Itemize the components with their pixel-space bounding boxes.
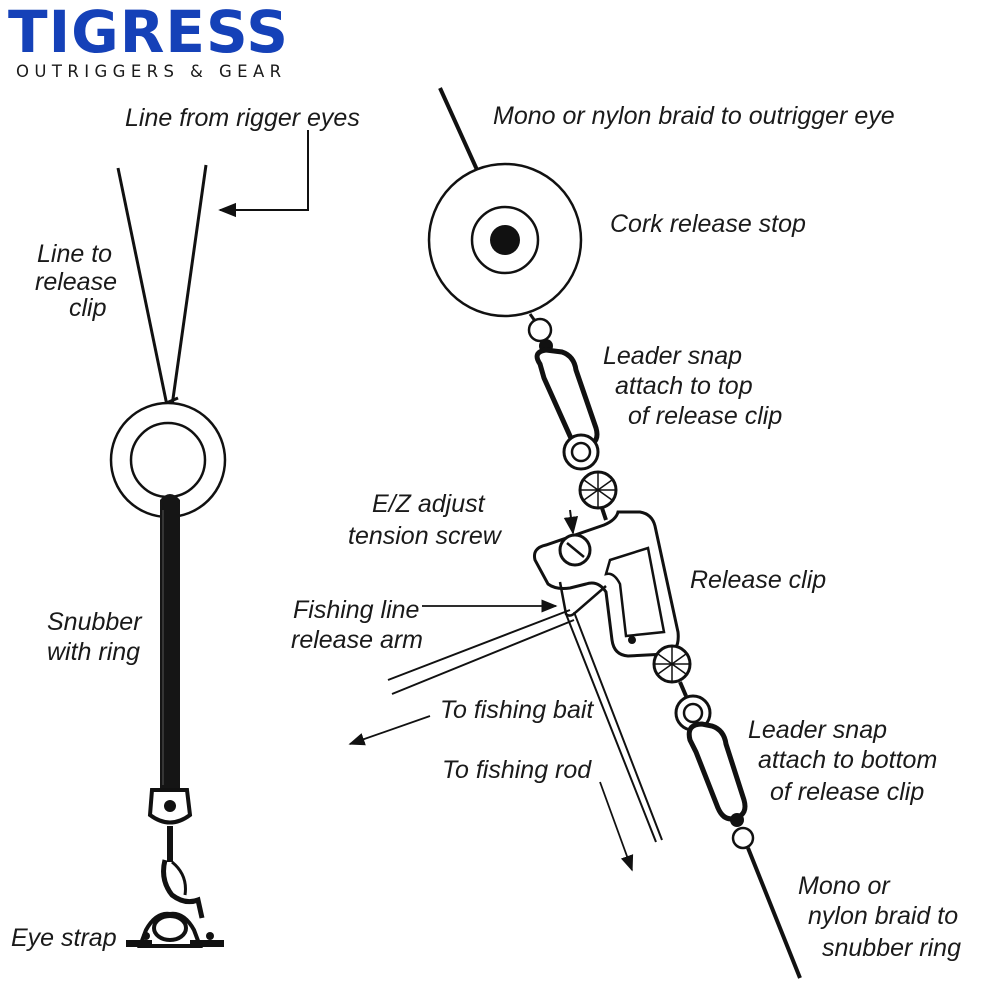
- brand-logo: TIGRESS OUTRIGGERS & GEAR: [8, 0, 289, 81]
- label-leader-snap-top-1: Leader snap: [603, 342, 742, 370]
- label-to-fishing-bait: To fishing bait: [440, 696, 594, 724]
- cork-release-stop-icon: [427, 162, 583, 318]
- arrow-to-fishing-rod: [599, 781, 634, 872]
- label-eye-strap: Eye strap: [11, 924, 117, 952]
- label-release-arm-1: Fishing line: [293, 596, 419, 624]
- label-mono-to-snubber-3: snubber ring: [822, 934, 961, 962]
- label-release-arm-2: release arm: [291, 626, 423, 654]
- label-mono-to-snubber-1: Mono or: [798, 872, 891, 900]
- label-mono-to-outrigger-eye: Mono or nylon braid to outrigger eye: [493, 102, 895, 130]
- label-leader-snap-bottom-3: of release clip: [770, 778, 924, 806]
- label-leader-snap-bottom-1: Leader snap: [748, 716, 887, 744]
- label-line-to-release-clip-2: release: [35, 268, 117, 296]
- mono-line-top: [438, 87, 480, 173]
- release-arm-icon: [558, 581, 663, 843]
- snubber-ring-icon: [109, 401, 227, 519]
- swivel-snap-icon: [147, 788, 205, 919]
- swivel-bead-bottom-icon: [652, 644, 692, 697]
- brand-tagline: OUTRIGGERS & GEAR: [16, 62, 287, 81]
- label-leader-snap-top-3: of release clip: [628, 402, 782, 430]
- label-line-to-release-clip-3: clip: [69, 294, 107, 322]
- leader-snap-top-icon: [527, 313, 600, 471]
- leader-line-rigger-eyes: [218, 130, 309, 218]
- label-release-clip: Release clip: [690, 566, 826, 594]
- label-leader-snap-bottom-2: attach to bottom: [758, 746, 937, 774]
- label-snubber-1: Snubber: [47, 608, 143, 636]
- label-cork-release-stop: Cork release stop: [610, 210, 806, 238]
- mono-line-bottom: [746, 847, 802, 979]
- eye-strap-icon: [126, 911, 224, 948]
- swivel-bead-top-icon: [578, 470, 618, 521]
- label-to-fishing-rod: To fishing rod: [442, 756, 592, 784]
- brand-name: TIGRESS: [8, 0, 289, 66]
- release-clip-icon: [533, 509, 680, 658]
- label-snubber-2: with ring: [47, 638, 140, 666]
- label-mono-to-snubber-2: nylon braid to: [808, 902, 958, 930]
- rigger-lines: [116, 164, 208, 421]
- arrow-to-fishing-bait: [348, 715, 431, 746]
- fishing-line-to-bait: [387, 609, 575, 695]
- leader-snap-bottom-icon: [674, 694, 755, 850]
- label-leader-snap-top-2: attach to top: [615, 372, 753, 400]
- label-line-from-rigger-eyes: Line from rigger eyes: [125, 104, 360, 132]
- label-line-to-release-clip-1: Line to: [37, 240, 112, 268]
- snubber-icon: [160, 494, 180, 790]
- label-ez-adjust-2: tension screw: [348, 522, 503, 550]
- label-ez-adjust-1: E/Z adjust: [372, 490, 486, 518]
